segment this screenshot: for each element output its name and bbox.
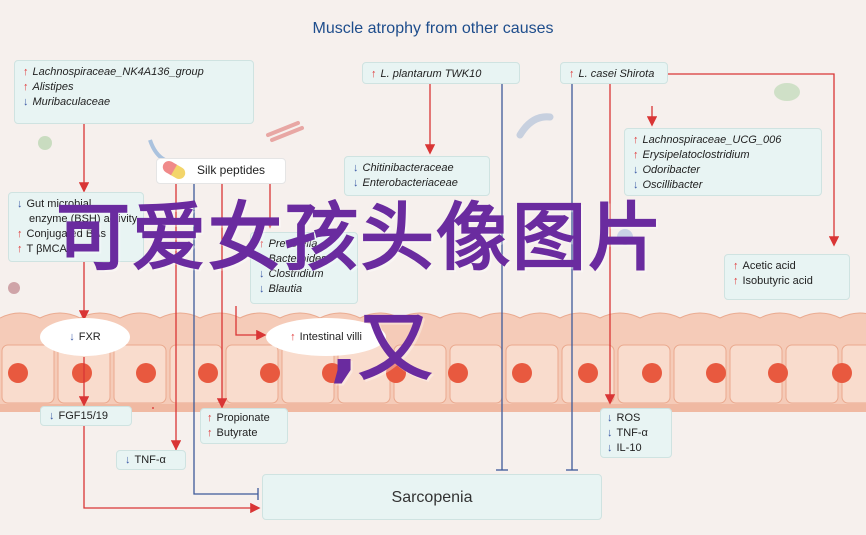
up-arrow-icon: ↑	[371, 68, 377, 80]
watermark-text: 可爱女孩头像图片	[56, 195, 664, 281]
tnf-box: ↓TNF-α	[116, 450, 186, 470]
down-arrow-icon: ↓	[607, 412, 613, 424]
sarcopenia-box: Sarcopenia	[262, 474, 602, 520]
fgf-box: ↓FGF15/19	[40, 406, 132, 426]
up-arrow-icon: ↑	[259, 238, 265, 250]
bacteria-box-right: ↑Lachnospiraceae_UCG_006 ↑Erysipelatoclo…	[624, 128, 822, 196]
list-item: ↑T βMCA	[17, 243, 67, 255]
up-arrow-icon: ↑	[207, 412, 213, 424]
down-arrow-icon: ↓	[607, 427, 613, 439]
down-arrow-icon: ↓	[69, 331, 75, 343]
down-arrow-icon: ↓	[49, 410, 55, 422]
list-item: ↑Bacteroides	[259, 253, 327, 265]
list-item: ↓IL-10	[607, 442, 642, 454]
up-arrow-icon: ↑	[733, 260, 739, 272]
bacteria-box-middle: ↑Prevotella ↑Bacteroides ↓Clostridium ↓B…	[250, 232, 358, 304]
up-arrow-icon: ↑	[569, 68, 575, 80]
up-arrow-icon: ↑	[23, 81, 29, 93]
bacteria-box-chitin: ↓Chitinibacteraceae ↓Enterobacteriaceae	[344, 156, 490, 196]
gut-microbial-box: ↓Gut microbial enzyme (BSH) activity ↑Co…	[8, 192, 144, 262]
list-item: ↓Gut microbial	[17, 198, 92, 210]
up-arrow-icon: ↑	[23, 66, 29, 78]
down-arrow-icon: ↓	[17, 198, 23, 210]
down-arrow-icon: ↓	[353, 177, 359, 189]
page-title: Muscle atrophy from other causes	[312, 20, 554, 37]
list-item: ↑Prevotella	[259, 238, 318, 250]
bacteria-box-left: ↑Lachnospiraceae_NK4A136_group ↑Alistipe…	[14, 60, 254, 124]
list-item: ↓Blautia	[259, 283, 303, 295]
list-item: enzyme (BSH) activity	[29, 213, 138, 225]
list-item: ↑Erysipelatoclostridium	[633, 149, 750, 161]
down-arrow-icon: ↓	[259, 268, 265, 280]
up-arrow-icon: ↑	[17, 228, 23, 240]
watermark-text-second: ,又	[330, 305, 433, 391]
up-arrow-icon: ↑	[733, 275, 739, 287]
up-arrow-icon: ↑	[633, 149, 639, 161]
list-item: ↑Lachnospiraceae_UCG_006	[633, 134, 782, 146]
list-item: ↑Conjugated BAs	[17, 228, 106, 240]
scfa-box: ↑Propionate ↑Butyrate	[200, 408, 288, 444]
up-arrow-icon: ↑	[633, 134, 639, 146]
list-item: ↓Chitinibacteraceae	[353, 162, 454, 174]
list-item: ↑Butyrate	[207, 427, 258, 439]
list-item: ↓Enterobacteriaceae	[353, 177, 458, 189]
up-arrow-icon: ↑	[259, 253, 265, 265]
cell-nuclei	[8, 363, 852, 383]
down-arrow-icon: ↓	[259, 283, 265, 295]
list-item: ↓Clostridium	[259, 268, 324, 280]
down-arrow-icon: ↓	[607, 442, 613, 454]
list-item: ↑Lachnospiraceae_NK4A136_group	[23, 66, 204, 78]
down-arrow-icon: ↓	[125, 454, 131, 466]
list-item: ↓Odoribacter	[633, 164, 700, 176]
up-arrow-icon: ↑	[290, 331, 296, 343]
list-item: ↓Muribaculaceae	[23, 96, 111, 108]
list-item: ↑Alistipes	[23, 81, 74, 93]
up-arrow-icon: ↑	[207, 427, 213, 439]
list-item: ↑Isobutyric acid	[733, 275, 813, 287]
down-arrow-icon: ↓	[633, 179, 639, 191]
fxr-oval: ↓FXR	[40, 318, 130, 356]
intestinal-villi-oval: ↑Intestinal villi	[266, 318, 386, 356]
list-item: ↓Oscillibacter	[633, 179, 703, 191]
up-arrow-icon: ↑	[17, 243, 23, 255]
down-arrow-icon: ↓	[353, 162, 359, 174]
inflammation-box: ↓ROS ↓TNF-α ↓IL-10	[600, 408, 672, 458]
plantarum-box: ↑L. plantarum TWK10	[362, 62, 520, 84]
down-arrow-icon: ↓	[633, 164, 639, 176]
casei-box: ↑L. casei Shirota	[560, 62, 668, 84]
list-item: ↓TNF-α	[607, 427, 648, 439]
list-item: ↑Propionate	[207, 412, 270, 424]
list-item: ↓ROS	[607, 412, 641, 424]
list-item: ↑Acetic acid	[733, 260, 796, 272]
acid-box: ↑Acetic acid ↑Isobutyric acid	[724, 254, 850, 300]
down-arrow-icon: ↓	[23, 96, 29, 108]
